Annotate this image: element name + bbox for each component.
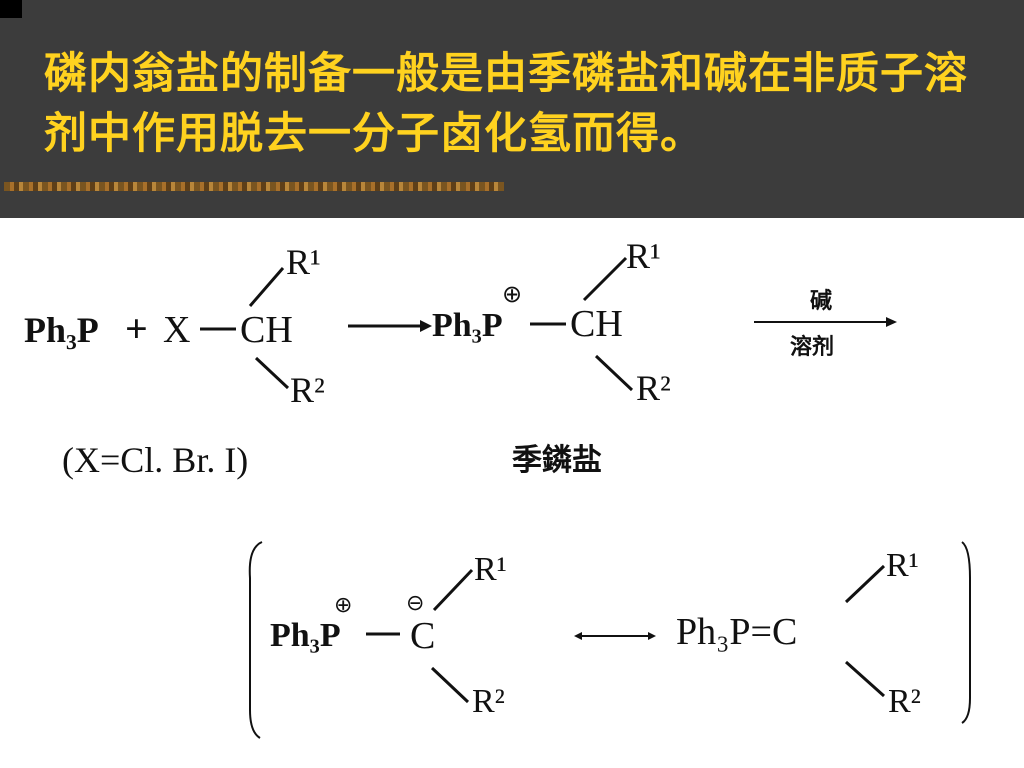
left-carbon: C: [410, 615, 435, 657]
slide-header: 磷内翁盐的制备一般是由季磷盐和碱在非质子溶剂中作用脱去一分子卤化氢而得。: [0, 0, 1024, 218]
product-r1: R¹: [626, 236, 661, 276]
arrow-head: [420, 320, 432, 332]
right-ylide: Ph₃P=C: [676, 611, 797, 653]
left-bond-c-r2: [430, 666, 470, 704]
plus-charge: ⊕: [502, 282, 522, 308]
right-bond-c-r2: [844, 660, 886, 698]
product-phosphorus: Ph₃P: [432, 307, 503, 344]
right-r2: R²: [888, 683, 921, 720]
plus-sign: +: [125, 306, 148, 351]
bond-c-r2: [254, 356, 290, 390]
slide-title: 磷内翁盐的制备一般是由季磷盐和碱在非质子溶剂中作用脱去一分子卤化氢而得。: [44, 49, 968, 159]
minus-charge: ⊖: [406, 590, 424, 615]
resonance-arrow-left-head: [574, 632, 582, 640]
salt-label: 季鏻盐: [512, 443, 602, 478]
x-definition: (X=Cl. Br. I): [62, 440, 248, 480]
condition-solvent: 溶剂: [790, 334, 834, 360]
reaction-scheme: Ph₃P + X CH R¹ R² Ph₃P ⊕ CH R¹ R² 碱 溶剂 (…: [24, 236, 971, 739]
product-bond-c-r2: [594, 354, 634, 392]
product-ch: CH: [570, 303, 623, 345]
halide-x: X: [163, 309, 190, 351]
reactant-ch: CH: [240, 309, 293, 351]
reactant-r1: R¹: [286, 242, 321, 282]
left-r2: R²: [472, 683, 505, 720]
reactant-phosphine: Ph₃P: [24, 310, 99, 350]
product-bond-c-r1: [582, 256, 628, 302]
corner-mark: [0, 0, 22, 18]
left-bond-c-r1: [432, 568, 474, 612]
condition-arrow-head: [886, 317, 897, 327]
right-r1: R¹: [886, 547, 919, 584]
condition-base: 碱: [810, 288, 832, 314]
left-phosphorus: Ph₃P: [270, 617, 341, 654]
reactant-r2: R²: [290, 370, 325, 410]
resonance-arrow-right-head: [648, 632, 656, 640]
bond-c-r1: [248, 267, 285, 307]
left-plus-charge: ⊕: [334, 592, 352, 617]
left-bracket: [248, 541, 263, 739]
right-bracket: [961, 541, 971, 724]
product-r2: R²: [636, 368, 671, 408]
right-bond-c-r1: [844, 564, 886, 604]
title-underline: [4, 182, 504, 191]
left-r1: R¹: [474, 551, 507, 588]
